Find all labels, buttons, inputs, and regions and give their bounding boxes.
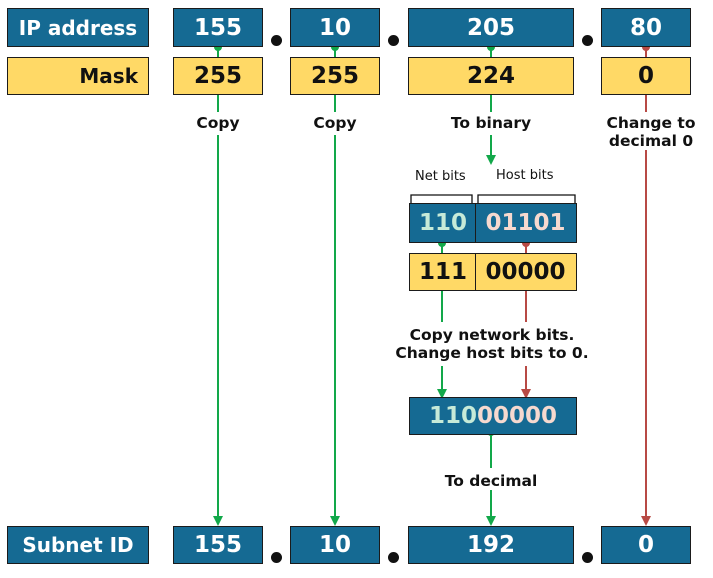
change-host-bits-label: Change host bits to 0. bbox=[395, 344, 589, 362]
decimal-zero-label: decimal 0 bbox=[608, 132, 694, 150]
subnet-octet-1: 155 bbox=[173, 526, 263, 564]
host-bits-label: Host bits bbox=[496, 168, 554, 183]
to-decimal-label: To decimal bbox=[444, 472, 538, 490]
host-bits-bracket bbox=[477, 194, 576, 204]
ip-octet-4: 80 bbox=[601, 8, 691, 47]
net-bits-label: Net bits bbox=[415, 169, 466, 184]
copy-label-1: Copy bbox=[196, 114, 240, 132]
result-binary-box: 11000000 bbox=[409, 397, 577, 435]
dot-separator bbox=[388, 552, 399, 563]
mask-octet-2: 255 bbox=[290, 57, 380, 95]
subnet-octet-4: 0 bbox=[601, 526, 691, 564]
mask-label: Mask bbox=[7, 57, 149, 95]
ip-octet-3: 205 bbox=[408, 8, 574, 47]
mask-binary-divider bbox=[410, 254, 476, 290]
ip-binary-divider bbox=[410, 204, 476, 242]
mask-binary-box: 111 00000 bbox=[409, 253, 577, 291]
copy-network-bits-label: Copy network bits. bbox=[409, 326, 575, 344]
dot-separator bbox=[582, 35, 593, 46]
to-binary-label: To binary bbox=[450, 114, 532, 132]
subnet-id-label: Subnet ID bbox=[7, 526, 149, 564]
dot-separator bbox=[388, 35, 399, 46]
copy-label-2: Copy bbox=[313, 114, 357, 132]
mask-octet-4: 0 bbox=[601, 57, 691, 95]
ip-binary-box: 110 01101 bbox=[409, 203, 577, 243]
mask-net-bits: 111 bbox=[418, 259, 467, 285]
change-to-label: Change to bbox=[606, 114, 696, 132]
subnet-octet-2: 10 bbox=[290, 526, 380, 564]
mask-octet-1: 255 bbox=[173, 57, 263, 95]
dot-separator bbox=[582, 552, 593, 563]
subnet-octet-3: 192 bbox=[408, 526, 574, 564]
dot-separator bbox=[271, 552, 282, 563]
ip-octet-2: 10 bbox=[290, 8, 380, 47]
ip-host-bits: 01101 bbox=[485, 210, 566, 236]
dot-separator bbox=[271, 35, 282, 46]
ip-octet-1: 155 bbox=[173, 8, 263, 47]
mask-octet-3: 224 bbox=[408, 57, 574, 95]
net-bits-bracket bbox=[410, 194, 473, 204]
result-binary-value: 11000000 bbox=[428, 403, 558, 429]
mask-label-text: Mask bbox=[79, 64, 138, 88]
mask-host-bits: 00000 bbox=[485, 259, 566, 285]
ip-address-label: IP address bbox=[7, 8, 149, 47]
ip-net-bits: 110 bbox=[418, 210, 467, 236]
